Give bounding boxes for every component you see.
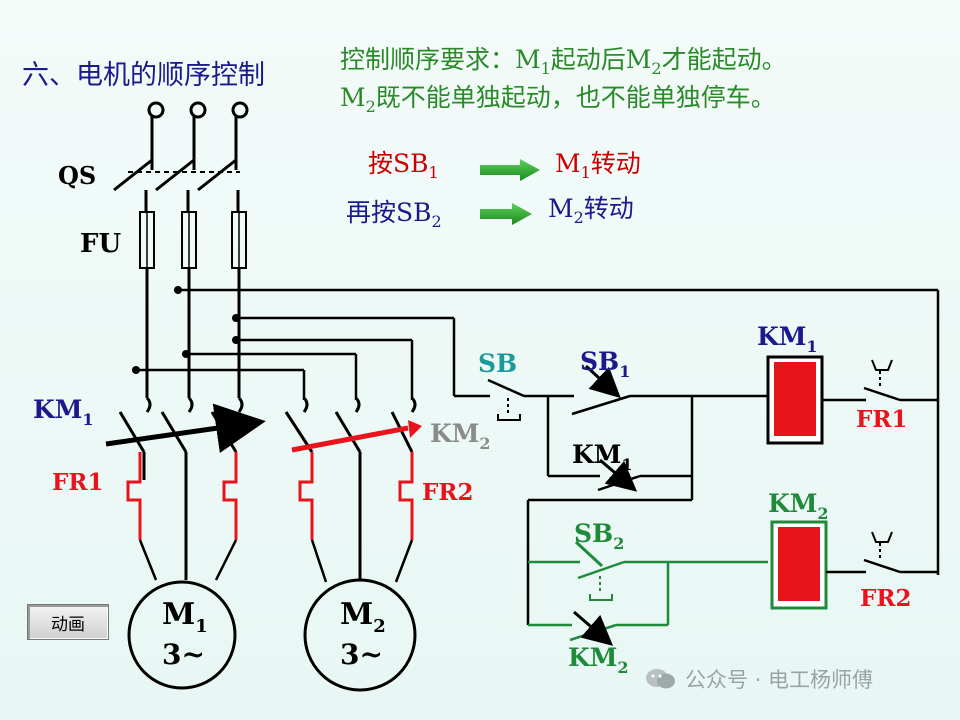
sb2-label: SB2: [574, 519, 624, 553]
qs-label: QS: [58, 161, 96, 190]
page-title: 六、电机的顺序控制: [22, 60, 265, 91]
step-1-action: 按SB1: [368, 149, 439, 182]
junction-dots: [132, 286, 240, 374]
km1-aux-label: KM1: [572, 440, 633, 474]
watermark-text: 公众号 · 电工杨师傅: [685, 668, 874, 692]
motor-m2-label: M2: [340, 597, 386, 637]
km2-arrowhead-icon: [408, 420, 422, 438]
km2-actuator-arrow: [291, 425, 409, 453]
fr1-nc-contact: [822, 359, 938, 402]
km1-aux-arrow-icon: [599, 458, 638, 492]
fr2-ctrl-label: FR2: [860, 585, 911, 612]
requirement-line-1: 控制顺序要求：M1起动后M2才能起动。: [340, 45, 787, 78]
fu-label: FU: [80, 229, 121, 259]
km2-aux-label: KM2: [568, 643, 629, 677]
step-2-arrow-icon: [480, 203, 532, 225]
sb2-press-line: [574, 540, 604, 568]
step-1-arrow-icon: [480, 159, 540, 181]
km2-aux-arrow-icon: [573, 610, 614, 646]
sb2-branch: [528, 560, 768, 642]
motor-feeders: [138, 539, 414, 583]
km1-coil-energized: [774, 362, 816, 436]
sb1-label: SB1: [580, 347, 630, 381]
terminal-l2: [189, 101, 207, 119]
motor-m2: [303, 578, 417, 692]
step-2-result: M2转动: [548, 194, 634, 227]
motor-m1-phase: 3~: [162, 638, 205, 671]
qs-blade-1: [113, 158, 153, 192]
km2-coil-energized: [778, 527, 820, 601]
motor-m2-phase: 3~: [340, 638, 383, 671]
fr2-main-elements: [298, 452, 414, 540]
terminal-l3: [231, 101, 249, 119]
motor-m1-label: M1: [162, 597, 208, 637]
km2-main-label: KM2: [430, 419, 491, 453]
fr2-nc-contact: [826, 531, 938, 574]
km2-coil-label: KM2: [768, 489, 829, 523]
fr1-ctrl-label: FR1: [856, 406, 907, 433]
km1-coil-label: KM1: [757, 322, 818, 356]
qs-blade-2: [155, 158, 195, 192]
wechat-icon: [646, 669, 675, 689]
watermark: 公众号 · 电工杨师傅: [645, 664, 873, 694]
km2-main-contacts: [284, 396, 417, 580]
sb-label: SB: [478, 349, 517, 378]
terminal-l1: [147, 101, 165, 119]
km1-main-label: KM1: [33, 395, 94, 429]
motor-m1: [127, 580, 237, 690]
sb-stop-button: [454, 378, 548, 421]
sb1-press-arrow-icon: [584, 364, 621, 399]
requirement-line-2: M2既不能单独起动，也不能单独停车。: [340, 83, 776, 116]
branch-wires: [136, 288, 940, 575]
animation-button[interactable]: 动画: [27, 604, 109, 640]
fr2-main-label: FR2: [422, 479, 473, 506]
qs-blade-3: [197, 158, 237, 192]
fr1-main-label: FR1: [52, 469, 103, 496]
km1-actuator-arrow: [105, 403, 266, 453]
step-1-result: M1转动: [555, 149, 641, 182]
fr1-main-elements: [126, 452, 238, 540]
step-2-action: 再按SB2: [346, 198, 442, 231]
